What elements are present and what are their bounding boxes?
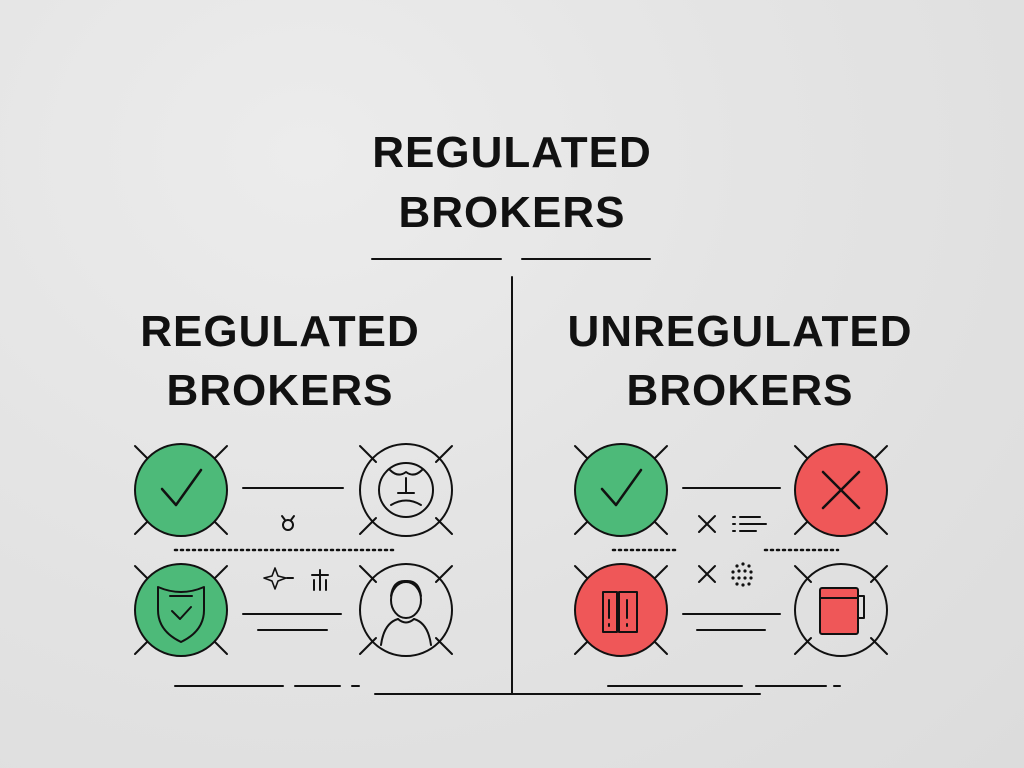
frown-face-icon (359, 443, 453, 537)
small-x-icon (698, 565, 716, 583)
small-x-icon (698, 515, 716, 533)
list-icon (732, 516, 767, 532)
left-column-title-line1: REGULATED (140, 307, 420, 356)
right-column-title-line1: UNREGULATED (567, 307, 913, 356)
x-icon (794, 443, 888, 537)
bar-glyph-icon (311, 569, 329, 591)
right-column-title-line2: BROKERS (626, 366, 854, 415)
dot-cluster-icon (731, 562, 753, 587)
check-icon (134, 443, 228, 537)
left-column-title-line2: BROKERS (166, 366, 394, 415)
sparkle-icon (263, 567, 294, 590)
main-title-line2: BROKERS (398, 188, 626, 237)
ring-icon (281, 515, 295, 531)
main-title-line1: REGULATED (372, 128, 652, 177)
check-icon (574, 443, 668, 537)
person-icon (359, 563, 453, 657)
alert-document-icon (574, 563, 668, 657)
shield-check-icon (134, 563, 228, 657)
mug-icon (794, 563, 888, 657)
